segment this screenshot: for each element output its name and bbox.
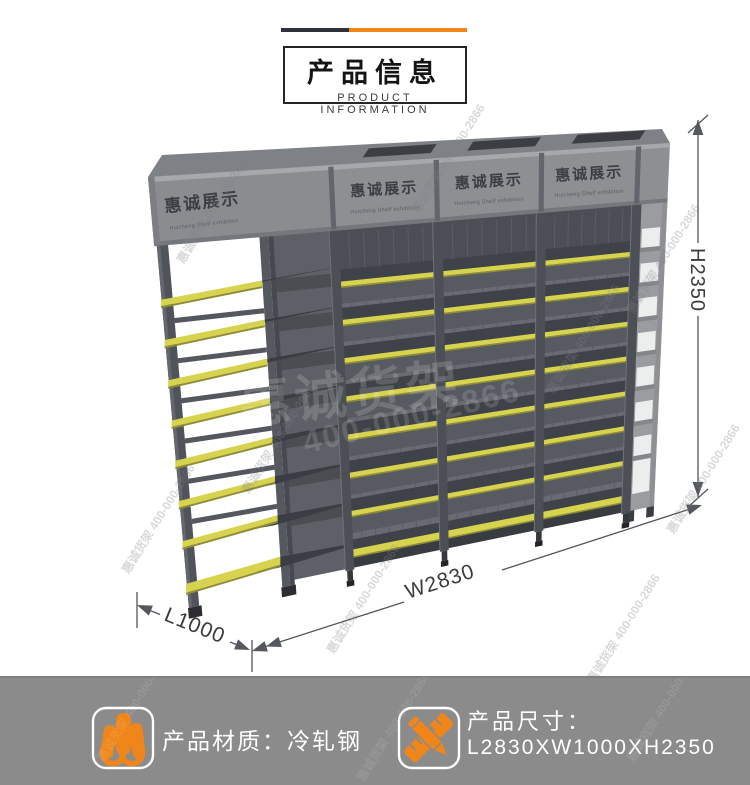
material-value: 冷轧钢 — [287, 728, 362, 754]
svg-text:惠诚展示: 惠诚展示 — [350, 178, 419, 200]
svg-text:Huicheng Shelf exhibition: Huicheng Shelf exhibition — [554, 189, 624, 199]
steel-pipes-icon — [91, 706, 155, 770]
material-label: 产品材质： — [162, 728, 287, 754]
size-label: 产品尺寸： — [467, 709, 593, 734]
title-divider — [281, 28, 467, 32]
page-subtitle: PRODUCT INFORMATION — [320, 92, 430, 116]
section-title-box: 产品信息 PRODUCT INFORMATION — [283, 46, 467, 116]
svg-text:惠诚展示: 惠诚展示 — [454, 170, 523, 192]
divider-accent-segment — [349, 28, 467, 32]
svg-text:惠诚展示: 惠诚展示 — [555, 163, 624, 185]
ruler-pencil-icon — [397, 706, 461, 770]
page-title: 产品信息 — [307, 58, 443, 88]
svg-text:W2830: W2830 — [402, 560, 477, 604]
svg-text:H2350: H2350 — [686, 248, 708, 312]
material-text: 产品材质：冷轧钢 — [162, 722, 362, 756]
size-value: L2830XW1000XH2350 — [467, 736, 716, 759]
footer-bar: 产品材质：冷轧钢 产品尺寸： L2830XW1000XH2350 惠诚货架 40… — [0, 650, 750, 785]
svg-text:Huicheng Shelf exhibition: Huicheng Shelf exhibition — [350, 205, 420, 215]
svg-text:Huicheng Shelf exhibition: Huicheng Shelf exhibition — [454, 197, 524, 207]
divider-dark-segment — [281, 28, 349, 32]
